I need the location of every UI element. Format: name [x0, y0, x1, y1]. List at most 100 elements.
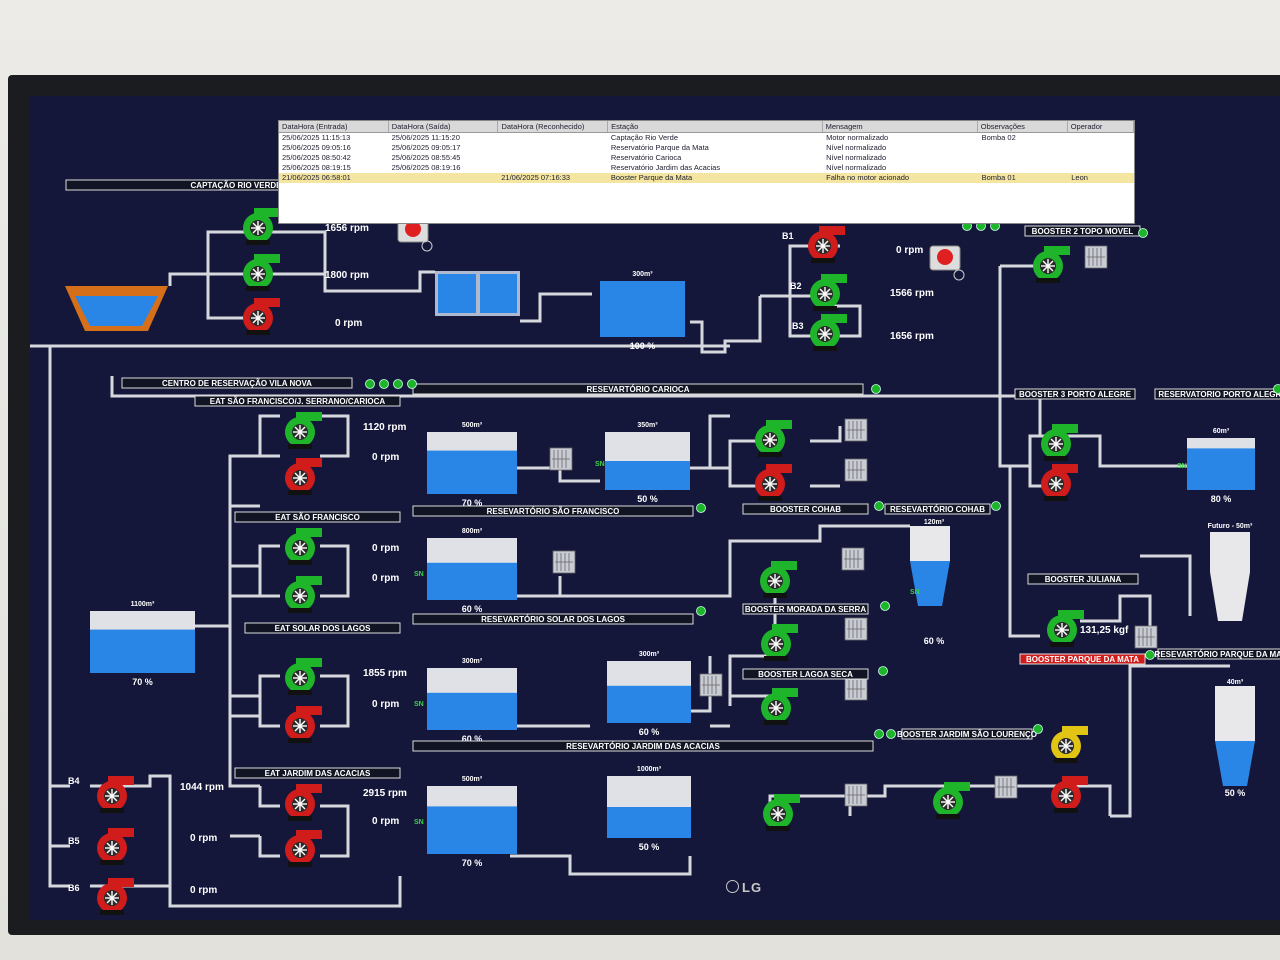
tank-percent: 60 % — [462, 604, 483, 614]
pump-icon[interactable] — [932, 781, 971, 820]
pump-icon[interactable] — [1040, 423, 1079, 462]
reading-sol_p2: 0 rpm — [372, 573, 399, 584]
reading-eta_b2: 1566 rpm — [890, 288, 934, 299]
station-title: RESEVARTÓRIO COHAB — [890, 505, 985, 514]
station-bar-centro[interactable] — [121, 377, 353, 389]
station-bar-res_jardim[interactable] — [412, 740, 874, 752]
station-bar-booster_morada[interactable] — [742, 603, 869, 615]
tank-capacity: 350m³ — [637, 422, 658, 429]
alarm-cell-op — [1068, 143, 1134, 153]
pump-icon[interactable] — [809, 313, 848, 352]
station-bar-booster_jsl[interactable] — [901, 728, 1033, 740]
sn-flag: SN — [595, 461, 605, 468]
col-observacoes[interactable]: Observações — [978, 121, 1068, 132]
pump-icon[interactable] — [242, 297, 281, 336]
reading-vn_b4: 1044 rpm — [180, 782, 224, 793]
pump-icon[interactable] — [1050, 725, 1089, 764]
station-title: RESEVARTÓRIO SÃO FRANCISCO — [487, 507, 620, 516]
sn-flag: SN — [414, 701, 424, 708]
col-operador[interactable]: Operador — [1068, 121, 1134, 132]
alarm-list[interactable]: DataHora (Entrada) DataHora (Saída) Data… — [278, 120, 1135, 224]
col-reconhecido[interactable]: DataHora (Reconhecido) — [498, 121, 609, 132]
col-mensagem[interactable]: Mensagem — [823, 121, 978, 132]
alarm-header: DataHora (Entrada) DataHora (Saída) Data… — [279, 121, 1134, 133]
pump-icon[interactable] — [284, 457, 323, 496]
pump-icon[interactable] — [96, 877, 135, 916]
pump-icon[interactable] — [759, 560, 798, 599]
lg-logo: LG — [726, 880, 762, 895]
pump-tag-b6: B6 — [68, 883, 80, 893]
station-bar-eat_solar[interactable] — [244, 622, 401, 634]
pump-icon[interactable] — [1032, 245, 1071, 284]
pump-icon[interactable] — [760, 623, 799, 662]
station-bar-booster_pm[interactable] — [1019, 653, 1146, 665]
station-bar-res_pm[interactable] — [1157, 648, 1280, 660]
station-bar-booster3[interactable] — [1014, 388, 1136, 400]
sn-flag: SN — [414, 819, 424, 826]
reading-eta_b1: 0 rpm — [896, 245, 923, 256]
station-bar-res_cohab[interactable] — [884, 503, 991, 515]
generator-icon-captacao — [397, 217, 433, 252]
station-bar-booster_juliana[interactable] — [1027, 573, 1139, 585]
col-estacao[interactable]: Estação — [608, 121, 823, 132]
pump-icon[interactable] — [754, 463, 793, 502]
tank-percent: 60 % — [639, 727, 660, 737]
col-entrada[interactable]: DataHora (Entrada) — [279, 121, 389, 132]
tank-level-solar — [427, 562, 517, 600]
reading-sol_p1: 0 rpm — [372, 543, 399, 554]
tank-percent: 50 % — [1225, 788, 1246, 798]
reading-sf_p1: 1120 rpm — [363, 422, 406, 433]
pump-icon[interactable] — [760, 687, 799, 726]
station-title: EAT SÃO FRANCISCO/J. SERRANO/CARIOCA — [210, 397, 386, 406]
status-light-icon — [407, 379, 417, 389]
tank-percent: 70 % — [462, 858, 483, 868]
pump-icon[interactable] — [284, 527, 323, 566]
station-bar-booster_lagoa[interactable] — [742, 668, 869, 680]
reading-cap_p3: 0 rpm — [335, 318, 362, 329]
alarm-cell-ack: 21/06/2025 07:16:33 — [501, 173, 571, 182]
station-title: BOOSTER JULIANA — [1045, 575, 1122, 584]
pump-icon[interactable] — [284, 575, 323, 614]
station-bar-booster_cohab[interactable] — [742, 503, 869, 515]
tank-percent: 100 % — [630, 341, 656, 351]
pump-icon[interactable] — [754, 419, 793, 458]
pump-icon[interactable] — [284, 783, 323, 822]
station-bar-eat_sf_js[interactable] — [194, 395, 401, 407]
reading-cap_p1: 1656 rpm — [325, 223, 369, 234]
alarm-cell-station: Reservatório Jardim das Acacias — [610, 163, 721, 172]
alarm-cell-obs — [979, 153, 1069, 163]
station-bar-eat_sf[interactable] — [234, 511, 401, 523]
pump-icon[interactable] — [284, 829, 323, 868]
station-bar-eat_jardim[interactable] — [234, 767, 401, 779]
pump-icon[interactable] — [1046, 609, 1085, 648]
alarm-cell-station: Reservatório Parque da Mata — [610, 143, 709, 152]
station-bar-res_solar[interactable] — [412, 613, 694, 625]
pump-icon[interactable] — [284, 657, 323, 696]
pump-icon[interactable] — [1050, 775, 1089, 814]
tank-level-jd1 — [427, 692, 517, 730]
station-bar-res_sf[interactable] — [412, 505, 694, 517]
status-light-icon — [365, 379, 375, 389]
generator-icon-eta — [929, 245, 965, 281]
station-bar-res_porto[interactable] — [1154, 388, 1280, 400]
pump-icon[interactable] — [1040, 463, 1079, 502]
station-title: EAT JARDIM DAS ACACIAS — [265, 769, 371, 778]
pump-tag-b2: B2 — [790, 281, 802, 291]
col-saida[interactable]: DataHora (Saída) — [389, 121, 499, 132]
station-bar-res_carioca[interactable] — [412, 383, 864, 395]
sn-flag: SN — [414, 571, 424, 578]
reading-jd_p2: 0 rpm — [372, 699, 399, 710]
pump-icon[interactable] — [96, 827, 135, 866]
tank-level-ac2 — [607, 807, 691, 838]
pump-icon[interactable] — [96, 775, 135, 814]
alarm-cell-in: 25/06/2025 11:15:13 — [282, 133, 351, 142]
pump-icon[interactable] — [284, 411, 323, 450]
pump-icon[interactable] — [284, 705, 323, 744]
pump-icon[interactable] — [242, 207, 281, 246]
alarm-cell-msg: Nível normalizado — [826, 143, 887, 152]
